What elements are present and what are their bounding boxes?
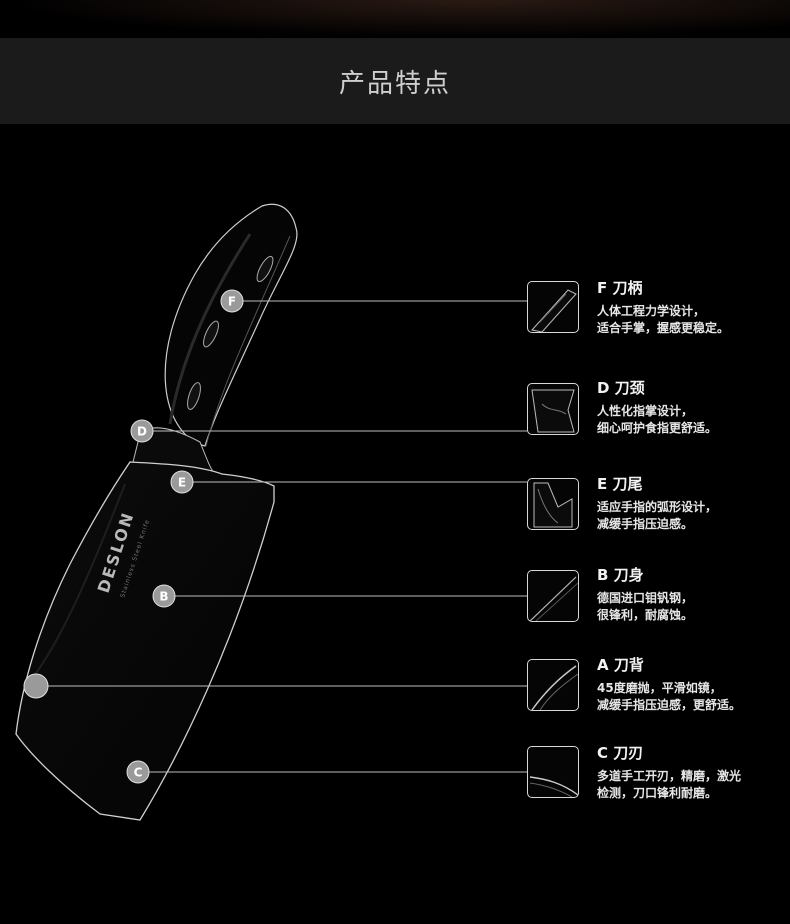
feature-spine: A 刀背 45度磨抛，平滑如镜， 减缓手指压迫感，更舒适。 <box>597 655 777 714</box>
feature-title: F 刀柄 <box>597 279 643 297</box>
marker-A <box>23 673 49 699</box>
feature-desc: 人体工程力学设计， 适合手掌，握感更稳定。 <box>597 304 730 335</box>
feature-desc: 45度磨抛，平滑如镜， 减缓手指压迫感，更舒适。 <box>597 681 742 712</box>
callout-lines <box>36 300 527 773</box>
top-decor-strip <box>0 0 790 38</box>
header-band: 产品特点 <box>0 38 790 124</box>
blade-body-closeup-icon <box>527 570 579 622</box>
feature-blade-body: B 刀身 德国进口钼钒钢， 很锋利，耐腐蚀。 <box>597 565 777 624</box>
feature-title: C 刀刃 <box>597 744 644 762</box>
svg-text:C: C <box>134 766 143 780</box>
spine-closeup-icon <box>527 659 579 711</box>
knife-illustration: DESLON Stainless Steel Knife F D E B <box>15 203 527 821</box>
svg-text:B: B <box>159 590 168 604</box>
marker-B: B <box>152 584 176 608</box>
svg-text:E: E <box>178 476 186 490</box>
feature-title: D 刀颈 <box>597 379 645 397</box>
marker-F: F <box>220 289 244 313</box>
feature-desc: 多道手工开刃，精磨，激光 检测，刀口锋利耐磨。 <box>597 769 742 800</box>
marker-D: D <box>130 419 154 443</box>
feature-neck: D 刀颈 人性化指掌设计， 细心呵护食指更舒适。 <box>597 378 777 437</box>
svg-text:D: D <box>137 425 147 439</box>
feature-edge: C 刀刃 多道手工开刃，精磨，激光 检测，刀口锋利耐磨。 <box>597 743 777 802</box>
feature-desc: 人性化指掌设计， 细心呵护食指更舒适。 <box>597 404 718 435</box>
marker-E: E <box>170 470 194 494</box>
knife-handle <box>164 203 298 447</box>
handle-closeup-icon <box>527 281 579 333</box>
page-title: 产品特点 <box>338 68 451 99</box>
neck-closeup-icon <box>527 383 579 435</box>
feature-handle: F 刀柄 人体工程力学设计， 适合手掌，握感更稳定。 <box>597 278 777 337</box>
feature-desc: 德国进口钼钒钢， 很锋利，耐腐蚀。 <box>597 591 694 622</box>
feature-title: A 刀背 <box>597 656 644 674</box>
feature-desc: 适应手指的弧形设计， 减缓手指压迫感。 <box>597 500 718 531</box>
feature-heel: E 刀尾 适应手指的弧形设计， 减缓手指压迫感。 <box>597 474 777 533</box>
heel-closeup-icon <box>527 478 579 530</box>
edge-closeup-icon <box>527 746 579 798</box>
knife-blade <box>15 461 275 821</box>
feature-title: B 刀身 <box>597 566 644 584</box>
feature-diagram: DESLON Stainless Steel Knife F D E B <box>0 124 790 924</box>
feature-title: E 刀尾 <box>597 475 643 493</box>
svg-text:F: F <box>228 295 236 309</box>
marker-C: C <box>126 760 150 784</box>
